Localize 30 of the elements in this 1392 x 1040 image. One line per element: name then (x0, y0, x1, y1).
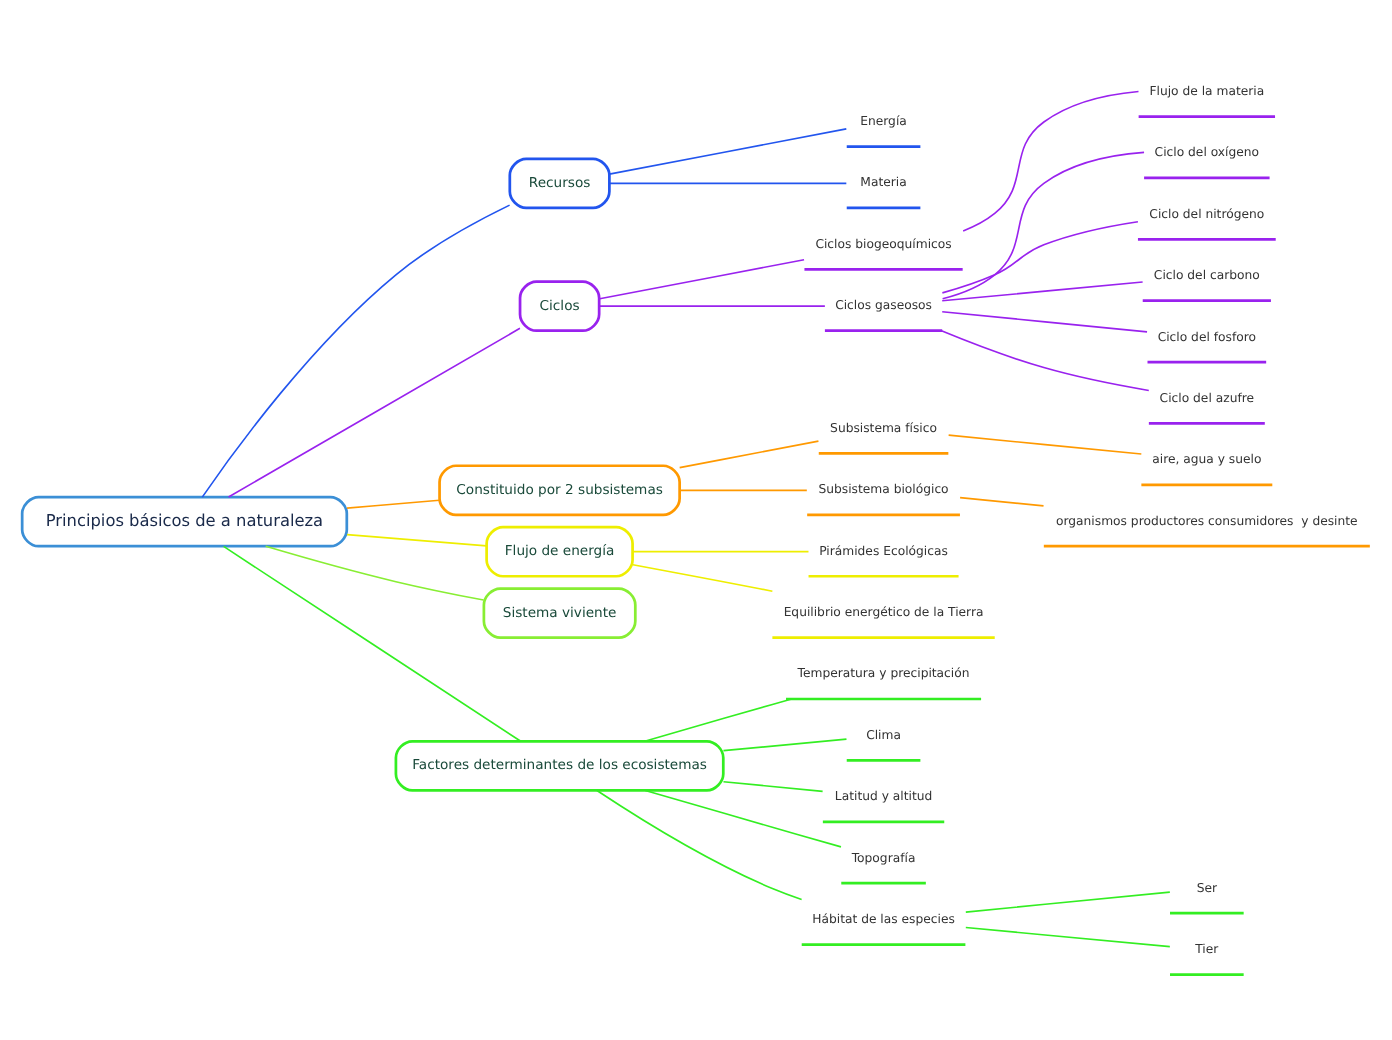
connector (959, 495, 1045, 506)
connector (631, 549, 810, 552)
connector (941, 280, 1144, 301)
connector (346, 532, 488, 546)
connector (264, 544, 485, 600)
connector (965, 890, 1171, 912)
connector (201, 203, 511, 497)
node-box: Principios básicos de a naturaleza (20, 494, 349, 547)
connector (722, 737, 848, 751)
connector (722, 779, 824, 792)
connector (947, 433, 1143, 454)
connector (598, 257, 805, 299)
connector (346, 498, 441, 508)
connector (941, 150, 1145, 299)
connector (598, 304, 826, 306)
connector (940, 329, 1150, 391)
connector (678, 439, 820, 468)
connector (941, 309, 1148, 332)
connector (965, 925, 1171, 947)
connector (644, 788, 842, 847)
connector (962, 89, 1140, 231)
connector (222, 544, 522, 741)
connector (632, 562, 774, 592)
connector (608, 181, 848, 184)
connector (227, 326, 521, 497)
connector (941, 219, 1139, 293)
connector (608, 127, 848, 174)
connector (678, 488, 808, 491)
connector (643, 697, 793, 742)
connector (596, 788, 803, 900)
